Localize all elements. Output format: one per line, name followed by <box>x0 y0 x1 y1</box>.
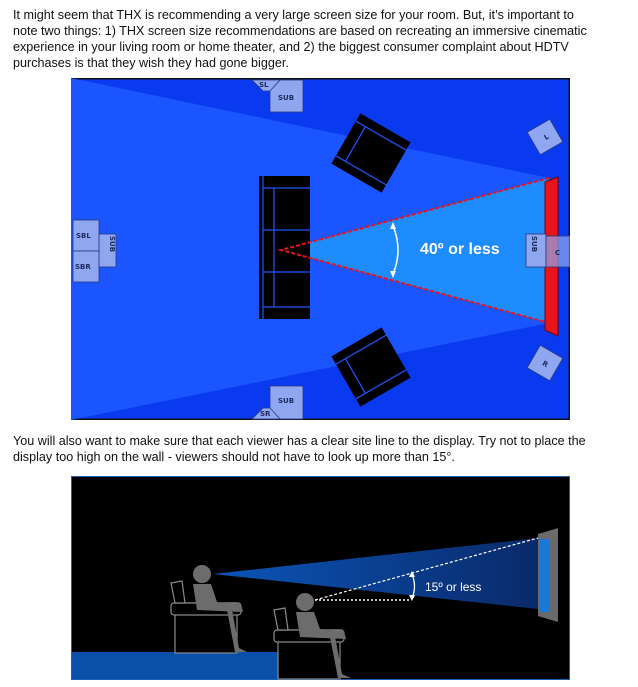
viewing-cone <box>281 178 549 323</box>
svg-text:SUB: SUB <box>108 236 116 252</box>
sightline-paragraph: You will also want to make sure that eac… <box>13 433 586 465</box>
text-line: It might seem that THX is recommending a… <box>13 8 574 22</box>
text-line: display too high on the wall - viewers s… <box>13 450 455 464</box>
svg-text:SUB: SUB <box>530 236 538 252</box>
svg-text:SBR: SBR <box>75 263 91 271</box>
room-layout-diagram: 40º or less SUB SL SUB SR SUB SBL SBR L … <box>71 78 570 420</box>
svg-text:C: C <box>555 249 560 257</box>
raised-floor <box>72 652 278 679</box>
viewer-back-row <box>170 565 247 654</box>
speaker-sub-center: SUB <box>525 233 547 268</box>
speaker-sbr: SBR <box>72 250 100 283</box>
armchair-top <box>331 113 411 193</box>
speaker-sub-top: SUB <box>269 79 304 113</box>
angle-arrow-icon <box>392 225 399 275</box>
svg-text:SL: SL <box>259 81 269 89</box>
angle-label: 15º or less <box>425 580 481 594</box>
svg-text:SUB: SUB <box>278 397 294 405</box>
svg-text:SR: SR <box>260 410 271 418</box>
svg-text:L: L <box>543 132 551 141</box>
text-line: experience in your living room or home t… <box>13 40 569 54</box>
svg-text:R: R <box>541 359 550 369</box>
armchair-bottom <box>331 327 411 407</box>
speaker-r: R <box>526 344 564 382</box>
wall-display <box>538 528 558 622</box>
text-line: purchases is that they wish they had gon… <box>13 56 289 70</box>
sightline-diagram: 15º or less <box>71 476 570 680</box>
svg-text:SBL: SBL <box>76 232 91 240</box>
angle-label: 40º or less <box>420 241 500 258</box>
speaker-c: C <box>545 235 570 268</box>
text-line: note two things: 1) THX screen size reco… <box>13 24 587 38</box>
speaker-sbl: SBL <box>72 219 100 252</box>
speaker-sr: SR <box>251 407 281 420</box>
upward-sightline <box>314 537 539 601</box>
svg-text:SUB: SUB <box>278 94 294 102</box>
intro-paragraph: It might seem that THX is recommending a… <box>13 7 587 71</box>
viewer-front-row <box>273 593 351 680</box>
sightline-dashed <box>277 177 550 324</box>
text-line: You will also want to make sure that eac… <box>13 434 586 448</box>
speaker-sl: SL <box>251 79 281 92</box>
sofa <box>259 176 310 319</box>
viewing-cone <box>213 538 538 609</box>
speaker-l: L <box>526 118 564 156</box>
speaker-sub-left: SUB <box>98 233 117 268</box>
